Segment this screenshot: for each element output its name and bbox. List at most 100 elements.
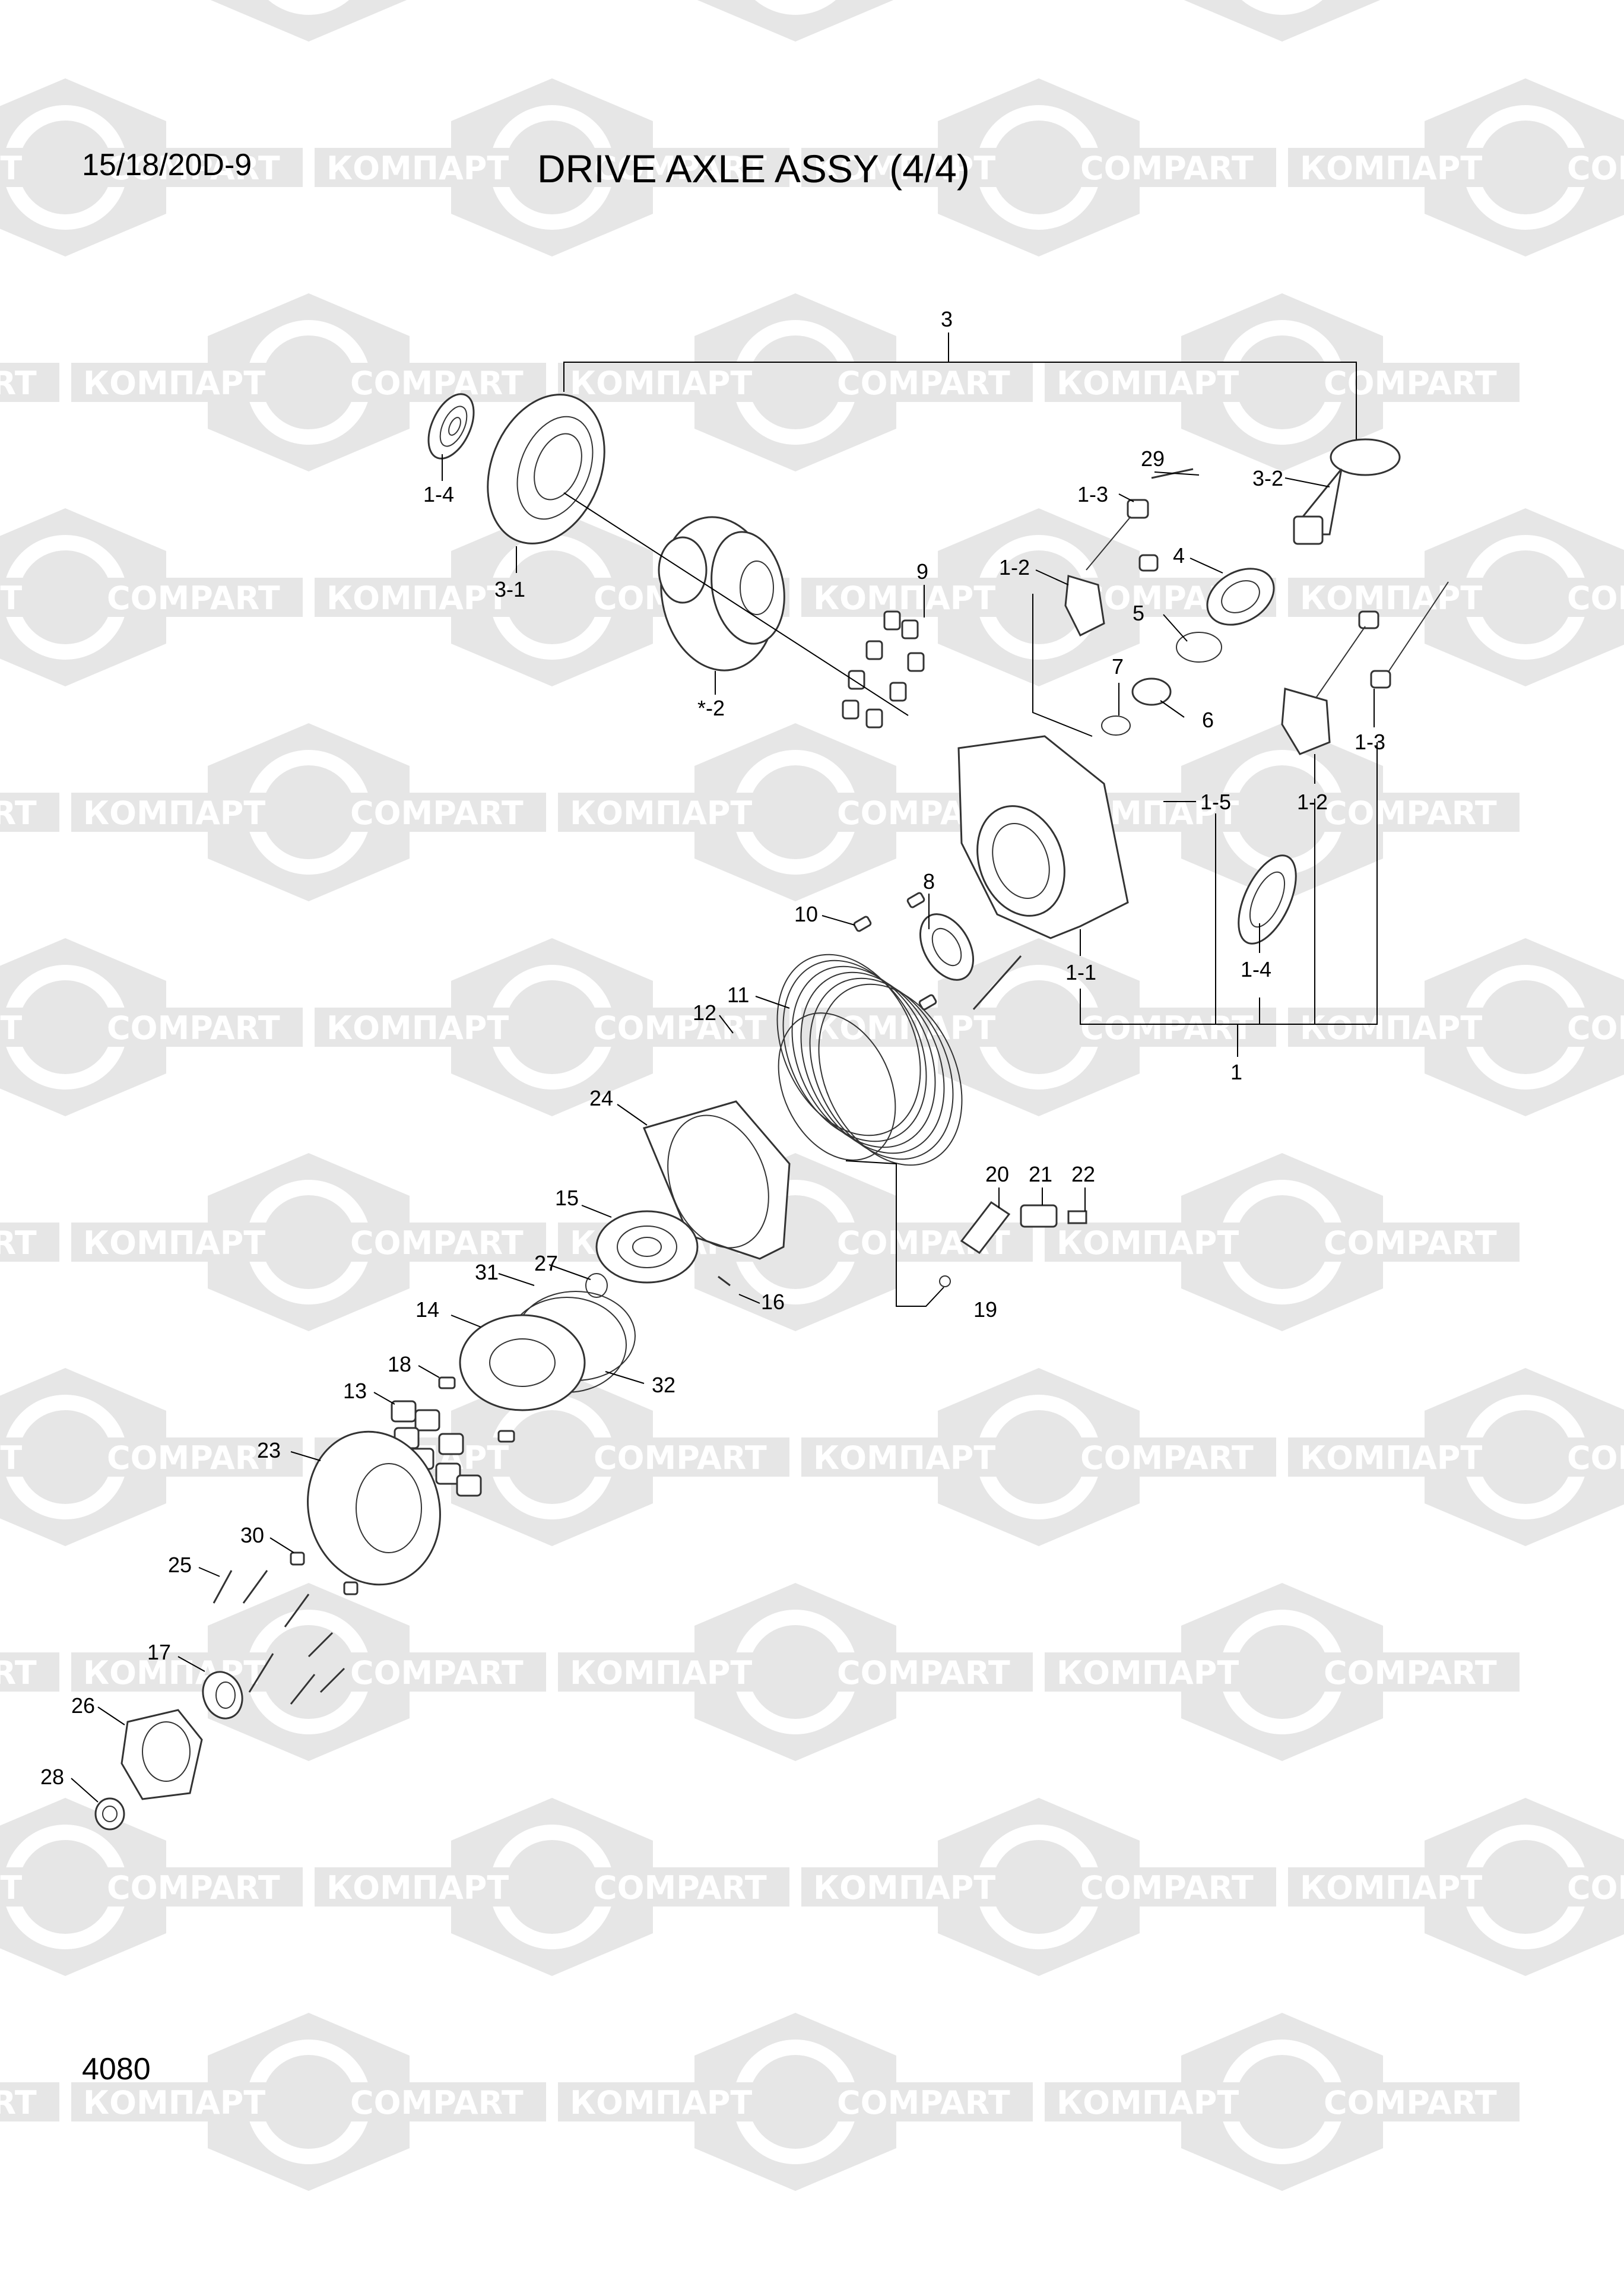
callout-1-4-right: 1-4 — [1241, 957, 1271, 981]
seal-6 — [1131, 677, 1172, 706]
watermark-text-en: COMPART — [0, 794, 37, 832]
watermark-text-en: COMPART — [837, 2084, 1010, 2121]
callout-2: *-2 — [697, 696, 725, 720]
watermark-text-en: COMPART — [350, 1224, 524, 1262]
watermark-text-en: COMPART — [0, 2084, 37, 2121]
watermark-text-ru: КОМПАРТ — [1057, 1224, 1239, 1262]
ring-19 — [939, 1275, 951, 1287]
watermark-text-ru: КОМПАРТ — [570, 1654, 752, 1692]
callout-26: 26 — [71, 1693, 95, 1718]
watermark-layer: КОМПАРТ COMPART КОМПАРТ COMPART КОМПАРТ COMPA… — [0, 0, 1624, 2191]
o-ring-27 — [585, 1273, 608, 1298]
bearing-4 — [1206, 568, 1275, 626]
bearing-1-4-top — [427, 393, 475, 460]
watermark-text-ru: КОМПАРТ — [1300, 1869, 1482, 1907]
watermark-text-en: COMPART — [107, 580, 280, 617]
watermark-text-ru: КОМПАРТ — [0, 1869, 22, 1907]
callout-13: 13 — [343, 1379, 367, 1403]
callout-32: 32 — [652, 1373, 675, 1397]
watermark-text-ru: КОМПАРТ — [570, 365, 752, 402]
watermark-text-ru: КОМПАРТ — [813, 1439, 995, 1477]
watermark-text-en: COMPART — [1324, 1224, 1497, 1262]
watermark-text-ru: КОМПАРТ — [570, 2084, 752, 2121]
watermark-text-en: COMPART — [1324, 365, 1497, 402]
watermark-text-en: COMPART — [594, 1439, 767, 1477]
housing-23 — [307, 1430, 441, 1586]
callout-15: 15 — [555, 1186, 579, 1210]
callout-30: 30 — [240, 1523, 264, 1547]
bolts-9 — [842, 610, 925, 729]
watermark-unit: КОМПАРТ COMPART — [1045, 1153, 1520, 1331]
watermark-text-en: COMPART — [107, 1009, 280, 1047]
watermark-text-en: COMPART — [594, 150, 767, 187]
watermark-unit: КОМПАРТ COMPART — [315, 78, 789, 256]
watermark-text-ru: КОМПАРТ — [326, 150, 509, 187]
ring-7 — [1101, 715, 1131, 736]
watermark-text-ru: КОМПАРТ — [813, 1869, 995, 1907]
watermark-text-en: COMPART — [837, 1654, 1010, 1692]
callout-19: 19 — [973, 1297, 997, 1322]
watermark-text-en: COMPART — [1567, 1009, 1624, 1047]
callout-24: 24 — [589, 1086, 613, 1110]
watermark-text-en: COMPART — [1567, 1869, 1624, 1907]
watermark-text-ru: КОМПАРТ — [1300, 580, 1482, 617]
watermark-unit: КОМПАРТ COMPART — [1045, 293, 1520, 471]
cap-1-2-left — [1064, 575, 1105, 637]
callout-1: 1 — [1230, 1060, 1242, 1084]
watermark-text-en: COMPART — [837, 365, 1010, 402]
callout-3: 3 — [941, 307, 953, 331]
callout-25: 25 — [168, 1553, 192, 1577]
watermark-text-ru: КОМПАРТ — [813, 150, 995, 187]
callout-6: 6 — [1202, 708, 1214, 732]
watermark-text-en: COMPART — [0, 1224, 37, 1262]
watermark-text-ru: КОМПАРТ — [326, 1009, 509, 1047]
callout-9: 9 — [916, 559, 928, 584]
cap-1-2-right — [1281, 688, 1331, 755]
watermark-text-en: COMPART — [350, 2084, 524, 2121]
callout-23: 23 — [257, 1438, 281, 1462]
watermark-text-ru: КОМПАРТ — [570, 794, 752, 832]
clutch-plates-11-12 — [776, 954, 963, 1166]
watermark-text-ru: КОМПАРТ — [83, 794, 265, 832]
callout-11: 11 — [727, 983, 749, 1007]
watermark-text-en: COMPART — [1080, 1869, 1254, 1907]
watermark-text-ru: КОМПАРТ — [326, 580, 509, 617]
watermark-text-en: COMPART — [1324, 1654, 1497, 1692]
callout-29: 29 — [1141, 446, 1165, 471]
callout-3-1: 3-1 — [494, 577, 525, 601]
bolts-25 — [212, 1570, 345, 1705]
piston-15 — [595, 1210, 699, 1284]
callout-1-1: 1-1 — [1065, 960, 1096, 984]
bolt-1-3-top — [1127, 499, 1149, 519]
watermark-text-en: COMPART — [1567, 150, 1624, 187]
callout-1-4-top: 1-4 — [423, 482, 454, 506]
watermark-text-ru: КОМПАРТ — [1057, 365, 1239, 402]
bearing-1-4-right — [1238, 854, 1297, 945]
watermark-text-en: COMPART — [107, 1439, 280, 1477]
watermark-text-en: COMPART — [0, 365, 37, 402]
watermark-text-en: COMPART — [0, 1654, 37, 1692]
watermark-text-en: COMPART — [1324, 794, 1497, 832]
watermark-text-en: COMPART — [1567, 1439, 1624, 1477]
